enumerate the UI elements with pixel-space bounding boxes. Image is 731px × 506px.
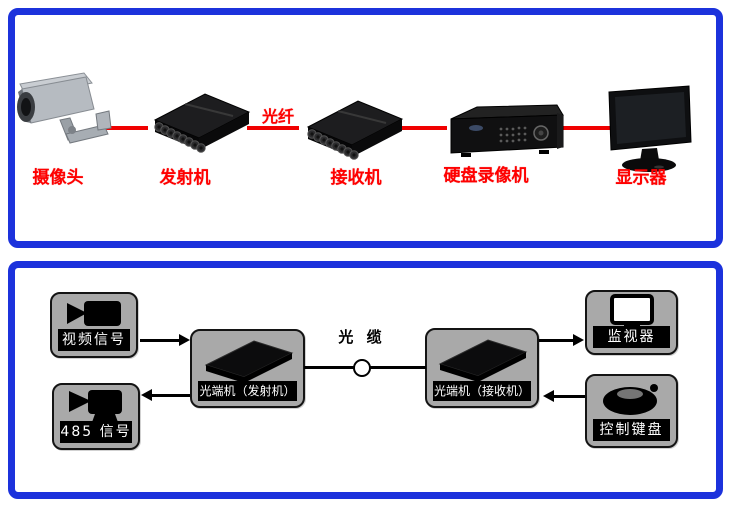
cctv-camera-icon [12,68,114,162]
node-label: 485 信号 [60,421,132,443]
label-optical-cable: 光 缆 [338,328,386,346]
control-keyboard-icon [587,380,676,418]
red-link-dvr-monitor [558,126,610,130]
cable-line-right [370,366,426,369]
red-link-camera-transmitter [106,126,148,130]
label-monitor: 显示器 [615,168,667,188]
node-label: 光端机（发射机） [198,381,297,401]
node-control-keyboard: 控制键盘 [585,374,678,448]
node-label: 监视器 [593,326,670,348]
label-dvr: 硬盘录像机 [443,166,529,186]
receiver-device-icon [294,93,408,173]
red-link-fiber [247,126,299,130]
node-monitor: 监视器 [585,290,678,355]
dvr-device-icon [443,101,567,163]
arrowhead-left [141,389,152,401]
arrow-video-to-transmitter-line [140,339,182,342]
node-video-signal: 视频信号 [50,292,138,358]
optical-terminal-icon [427,334,537,382]
node-485-signal: 485 信号 [52,383,140,450]
label-fiber: 光纤 [261,107,294,126]
cable-line-left [304,366,354,369]
arrow-receiver-to-monitor-line [539,339,576,342]
transmitter-device-icon [141,86,255,166]
monitor-device-icon [599,84,699,178]
red-link-receiver-dvr [399,126,447,130]
arrow-transmitter-to-485-line [151,394,190,397]
optical-terminal-icon [192,335,303,383]
node-optical-transmitter: 光端机（发射机） [190,329,305,408]
arrow-keyboard-to-receiver-line [553,395,585,398]
arrowhead-right [179,334,190,346]
node-optical-receiver: 光端机（接收机） [425,328,539,408]
label-receiver: 接收机 [330,168,382,188]
label-camera: 摄像头 [32,168,84,188]
node-label: 控制键盘 [593,419,670,441]
node-label: 光端机（接收机） [433,381,531,401]
video-camera-icon [52,297,136,331]
crt-monitor-icon [587,294,676,330]
node-label: 视频信号 [58,329,130,351]
arrowhead-right [573,334,584,346]
label-transmitter: 发射机 [159,168,211,188]
fiber-splice-circle [353,359,371,377]
arrowhead-left [543,390,554,402]
